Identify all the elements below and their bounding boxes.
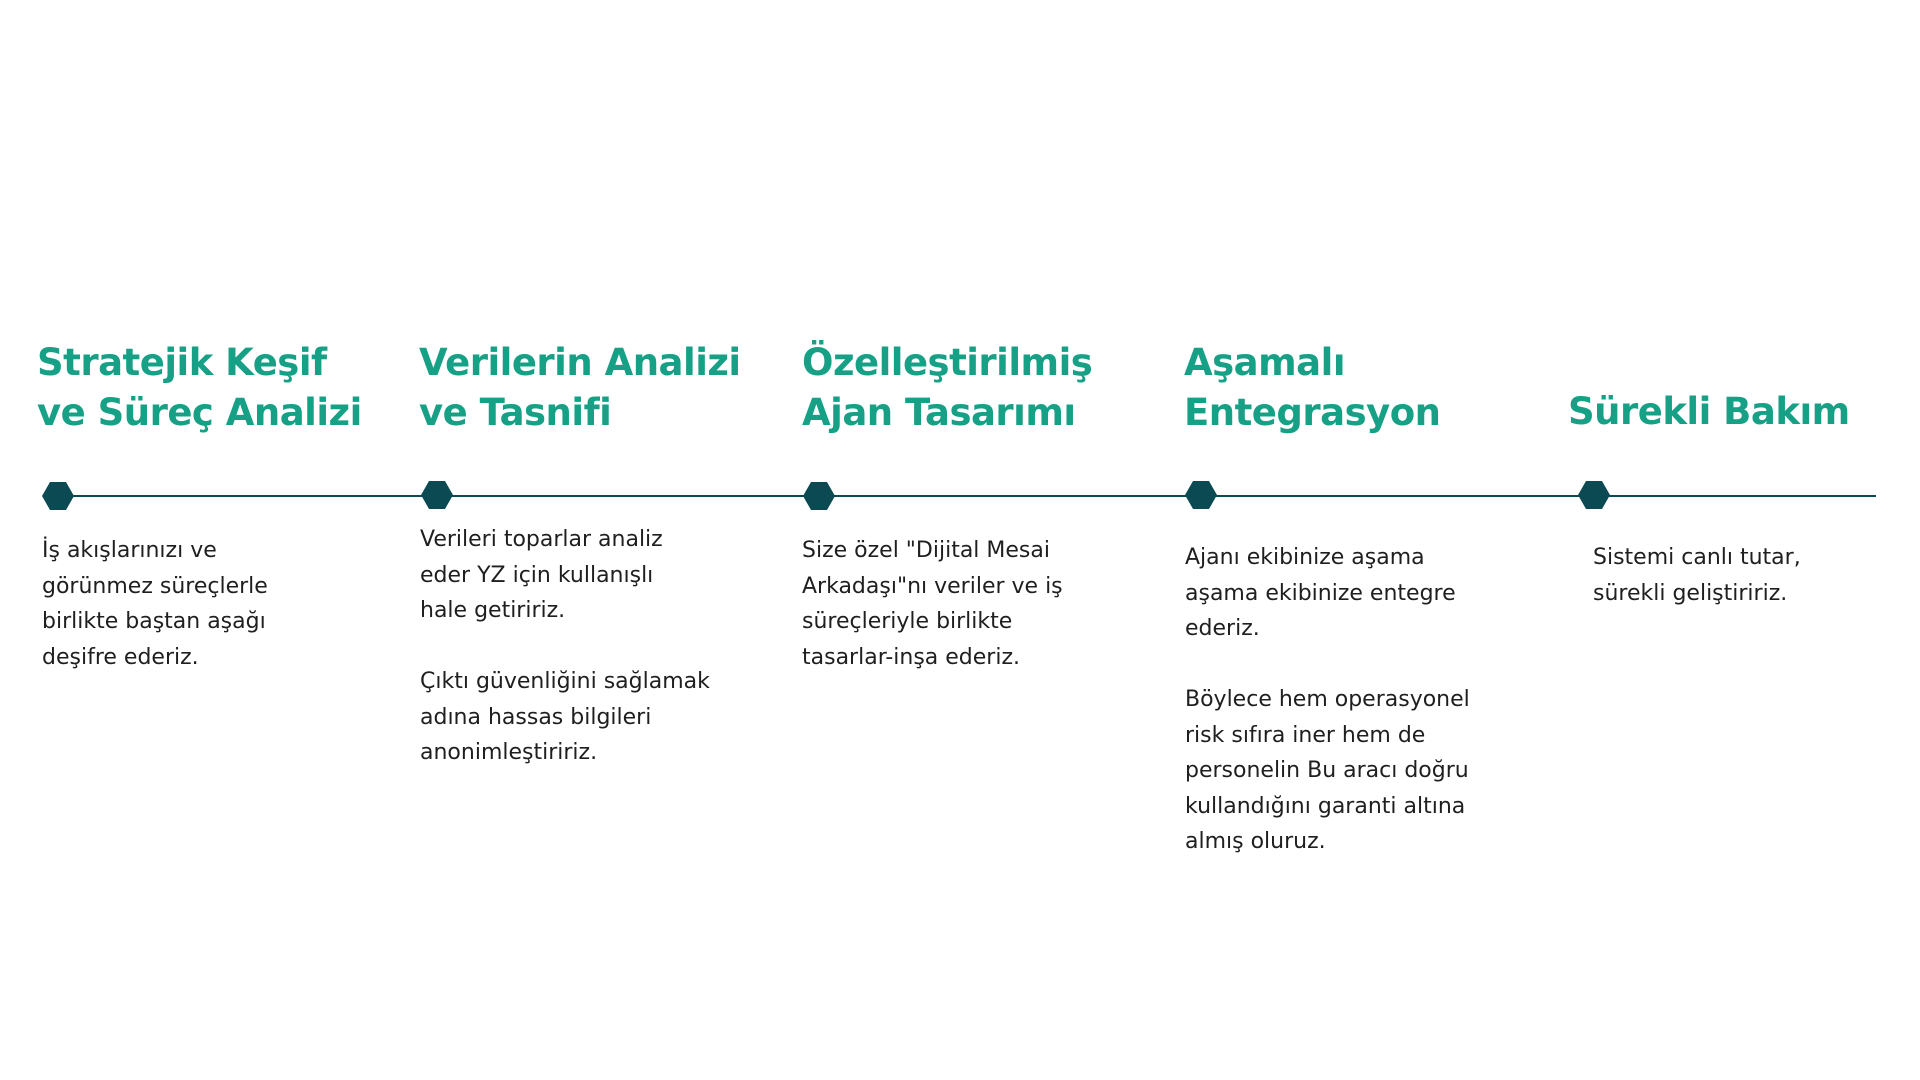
step-4-title: Aşamalı Entegrasyon bbox=[1184, 338, 1544, 438]
step-5-title: Sürekli Bakım bbox=[1568, 387, 1920, 437]
step-3-desc-line: Arkadaşı"nı veriler ve iş bbox=[802, 573, 1063, 599]
step-4-desc-line: aşama ekibinize entegre bbox=[1185, 580, 1456, 606]
step-2-desc-line: hale getiririz. bbox=[420, 598, 566, 623]
step-5-title-line-1: Sürekli Bakım bbox=[1568, 390, 1850, 433]
step-4-title-line-2: Entegrasyon bbox=[1184, 391, 1441, 434]
step-5-description: Sistemi canlı tutar, sürekli geliştiriri… bbox=[1593, 540, 1920, 611]
step-2-desc-line: eder YZ için kullanışlı bbox=[420, 562, 654, 588]
step-5-hexagon-icon bbox=[1578, 481, 1610, 509]
step-3-paragraph-1: Size özel "Dijital Mesai Arkadaşı"nı ver… bbox=[802, 533, 1132, 675]
step-1-paragraph-1: İş akışlarınızı ve görünmez süreçlerle b… bbox=[42, 533, 372, 675]
step-4-desc-line: almış oluruz. bbox=[1185, 829, 1326, 854]
step-4-desc-line: kullandığını garanti altına bbox=[1185, 793, 1466, 819]
step-3-title: Özelleştirilmiş Ajan Tasarımı bbox=[802, 338, 1162, 438]
step-1-desc-line: deşifre ederiz. bbox=[42, 644, 199, 670]
step-3-description: Size özel "Dijital Mesai Arkadaşı"nı ver… bbox=[802, 533, 1132, 675]
step-3-desc-line: Size özel "Dijital Mesai bbox=[802, 538, 1050, 563]
step-1-desc-line: görünmez süreçlerle bbox=[42, 573, 268, 599]
step-4-desc-line: ederiz. bbox=[1185, 616, 1260, 641]
step-2-paragraph-2: Çıktı güvenliğini sağlamak adına hassas … bbox=[420, 664, 750, 771]
step-2-desc-line: anonimleştiririz. bbox=[420, 740, 598, 765]
step-5-desc-line: Sistemi canlı tutar, bbox=[1593, 545, 1801, 570]
step-2-desc-line: adına hassas bilgileri bbox=[420, 704, 652, 730]
step-2-description: Verileri toparlar analiz eder YZ için ku… bbox=[420, 522, 750, 771]
step-1-title-line-2: ve Süreç Analizi bbox=[37, 391, 362, 434]
step-4-paragraph-1: Ajanı ekibinize aşama aşama ekibinize en… bbox=[1185, 540, 1515, 647]
step-4-desc-line: Böylece hem operasyonel bbox=[1185, 687, 1470, 712]
step-5-paragraph-1: Sistemi canlı tutar, sürekli geliştiriri… bbox=[1593, 540, 1920, 611]
step-4-desc-line: Ajanı ekibinize aşama bbox=[1185, 545, 1425, 570]
step-4-title-line-1: Aşamalı bbox=[1184, 341, 1346, 384]
step-2-paragraph-1: Verileri toparlar analiz eder YZ için ku… bbox=[420, 522, 750, 629]
step-3-title-line-2: Ajan Tasarımı bbox=[802, 391, 1076, 434]
step-3-title-line-1: Özelleştirilmiş bbox=[802, 341, 1093, 384]
step-2-title-line-2: ve Tasnifi bbox=[419, 391, 612, 434]
step-1-description: İş akışlarınızı ve görünmez süreçlerle b… bbox=[42, 533, 372, 675]
step-4-desc-line: personelin Bu aracı doğru bbox=[1185, 758, 1469, 783]
step-3-desc-line: tasarlar-inşa ederiz. bbox=[802, 644, 1020, 670]
timeline-line bbox=[58, 495, 1876, 497]
step-4-description: Ajanı ekibinize aşama aşama ekibinize en… bbox=[1185, 540, 1515, 860]
step-4-hexagon-icon bbox=[1185, 481, 1217, 509]
step-3-hexagon-icon bbox=[803, 482, 835, 510]
step-1-hexagon-icon bbox=[42, 482, 74, 510]
step-2-desc-line: Verileri toparlar analiz bbox=[420, 527, 663, 552]
step-5-desc-line: sürekli geliştiririz. bbox=[1593, 580, 1788, 606]
step-2-desc-line: Çıktı güvenliğini sağlamak bbox=[420, 669, 710, 694]
step-3-desc-line: süreçleriyle birlikte bbox=[802, 609, 1013, 634]
step-4-paragraph-2: Böylece hem operasyonel risk sıfıra iner… bbox=[1185, 682, 1515, 860]
step-1-title: Stratejik Keşif ve Süreç Analizi bbox=[37, 338, 397, 438]
step-2-title-line-1: Verilerin Analizi bbox=[419, 341, 741, 384]
step-1-desc-line: İş akışlarınızı ve bbox=[42, 538, 217, 563]
step-2-hexagon-icon bbox=[421, 481, 453, 509]
step-2-title: Verilerin Analizi ve Tasnifi bbox=[419, 338, 779, 438]
step-1-desc-line: birlikte baştan aşağı bbox=[42, 609, 266, 634]
step-4-desc-line: risk sıfıra iner hem de bbox=[1185, 722, 1426, 748]
step-1-title-line-1: Stratejik Keşif bbox=[37, 341, 327, 384]
